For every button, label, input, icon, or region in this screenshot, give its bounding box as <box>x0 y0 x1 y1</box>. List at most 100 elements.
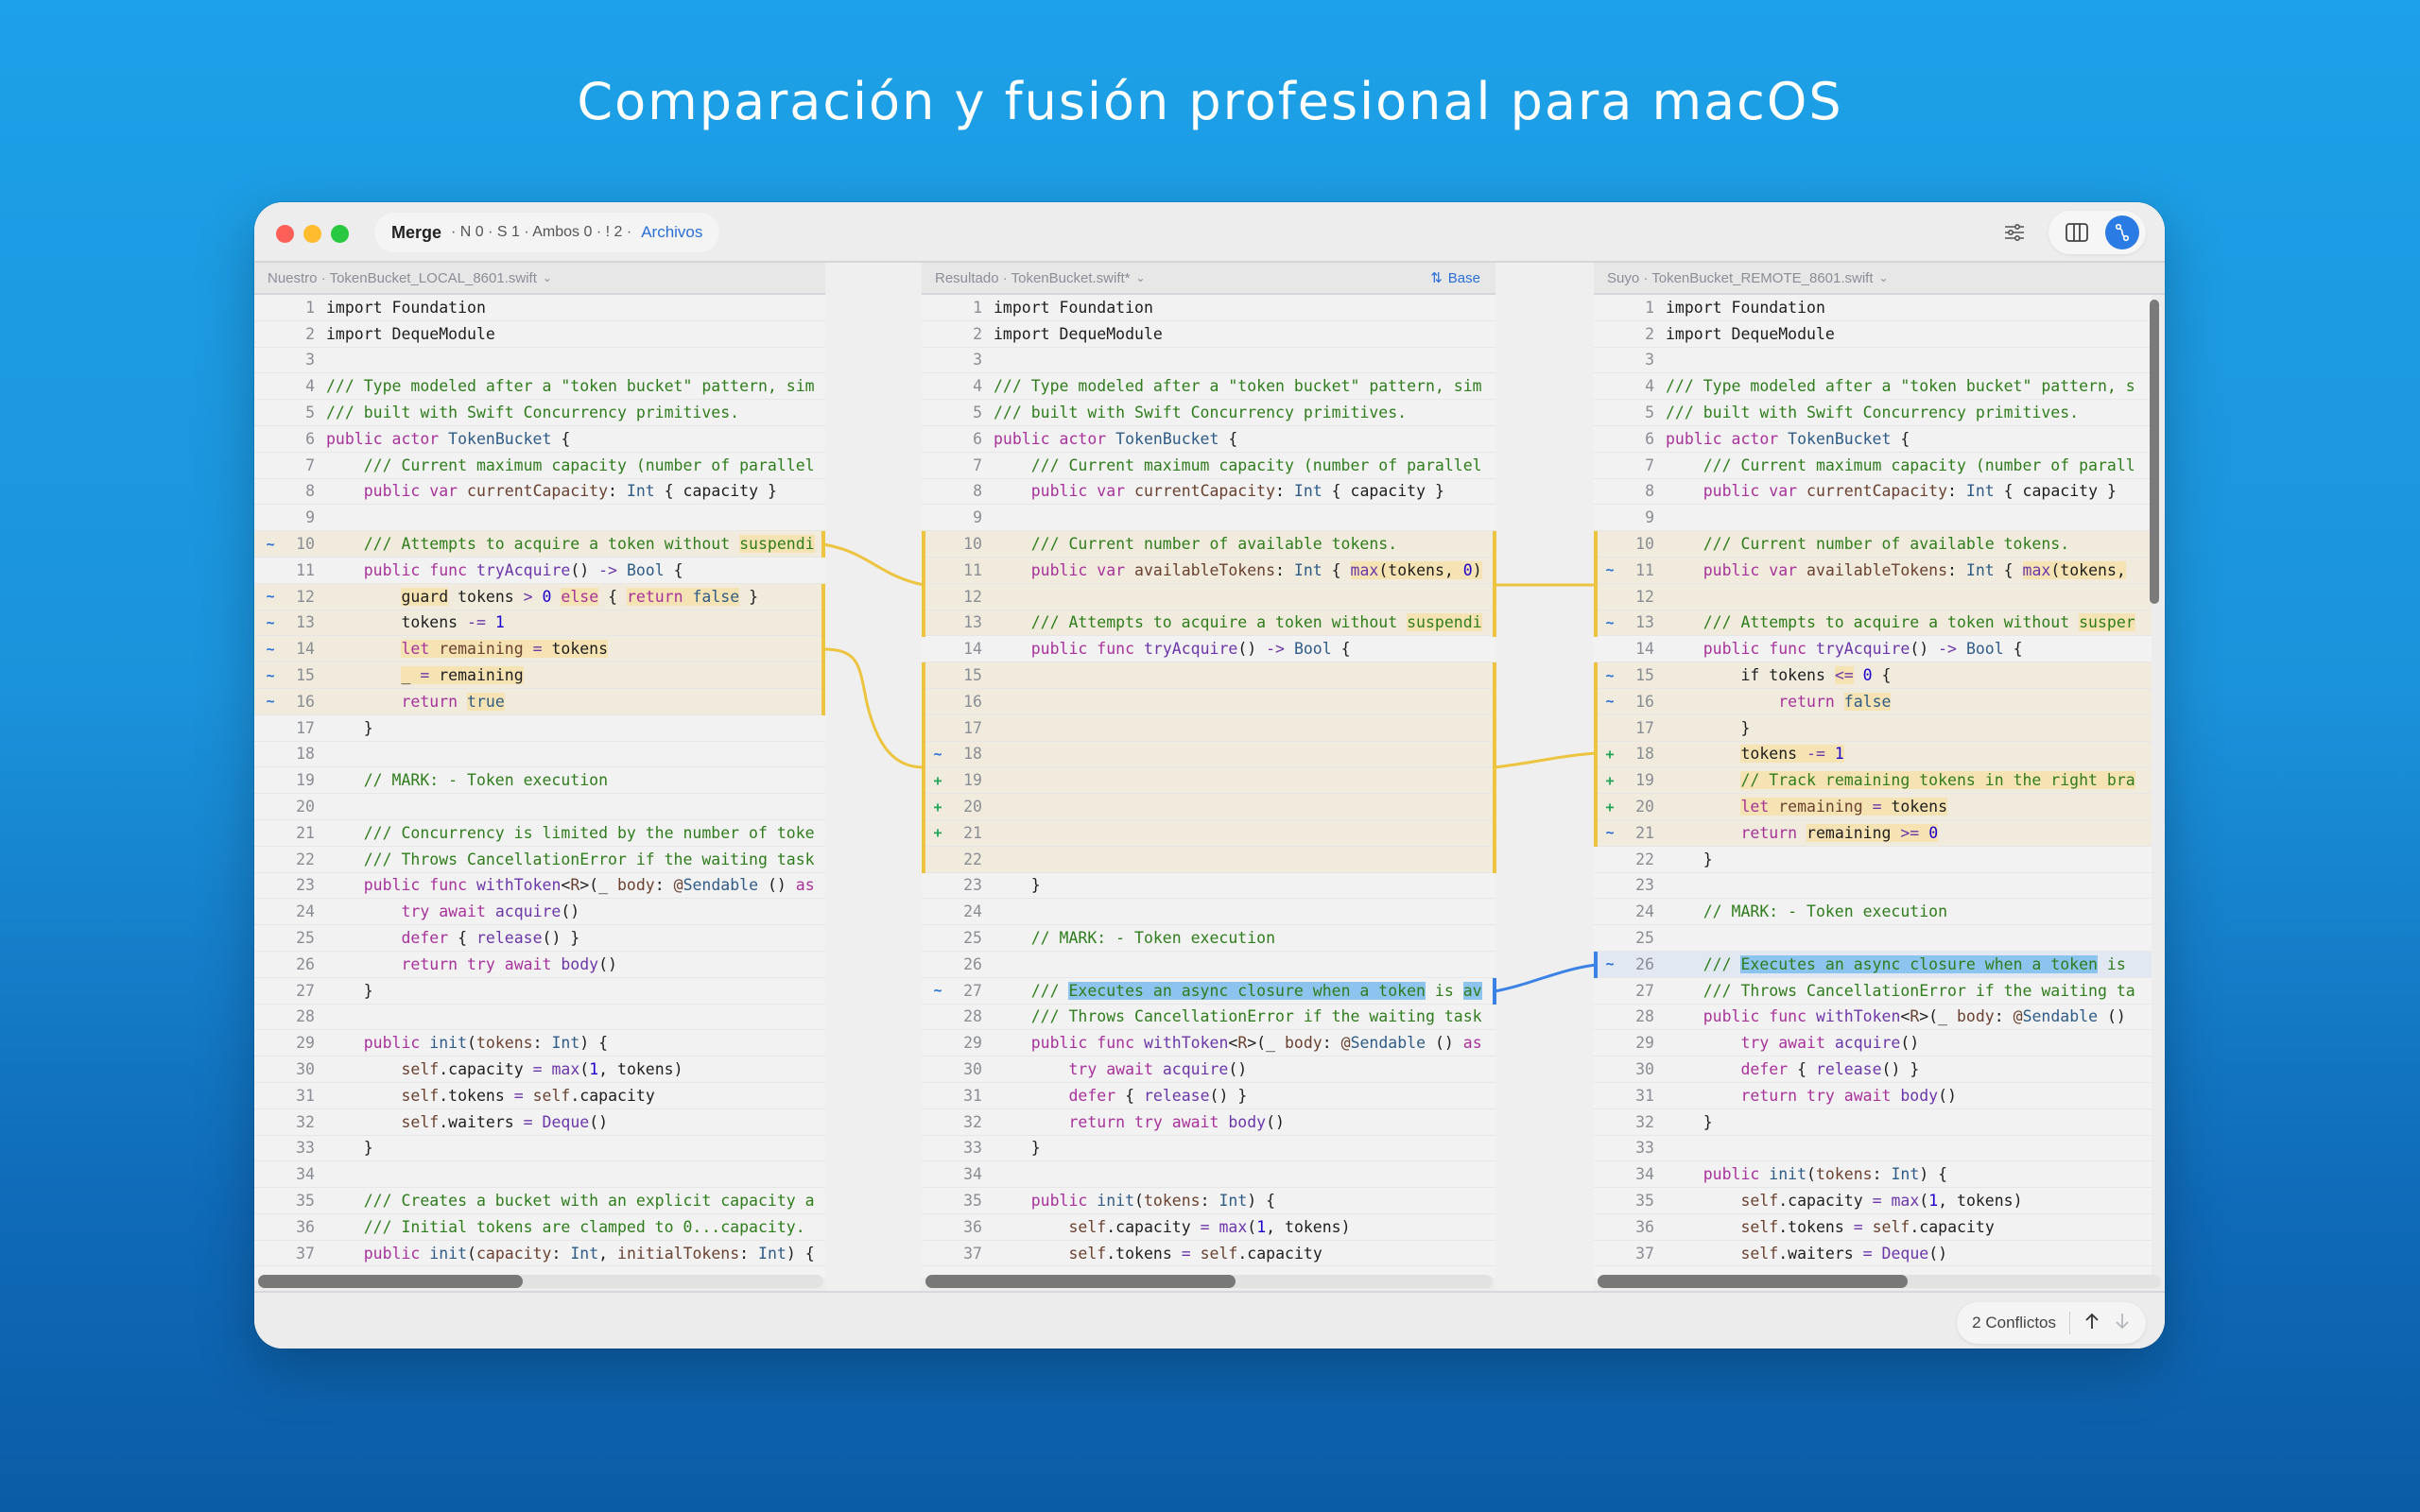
code-line: 3 <box>254 348 825 374</box>
code-line: 9 <box>254 505 825 532</box>
code-line: 19 // MARK: - Token execution <box>254 767 825 795</box>
conflict-bar <box>821 531 825 558</box>
code-line: 25 // MARK: - Token execution <box>922 925 1495 952</box>
code-line: 29 public func withToken<R>(_ body: @Sen… <box>922 1030 1495 1057</box>
status-bar: 2 Conflictos <box>254 1291 2165 1349</box>
code-line: 17 } <box>1594 714 2152 742</box>
right-vertical-scrollbar[interactable] <box>2150 300 2159 604</box>
code-line: 14 public func tryAcquire() -> Bool { <box>1594 636 2152 663</box>
code-line: 7 /// Current maximum capacity (number o… <box>922 453 1495 479</box>
files-link[interactable]: Archivos <box>641 223 703 241</box>
code-line: 24 <box>922 899 1495 926</box>
code-line: +19 <box>922 767 1495 795</box>
right-horizontal-scrollbar[interactable] <box>1598 1275 2161 1288</box>
code-line: ~14 let remaining = tokens <box>254 636 825 663</box>
view-mode-segment <box>2048 211 2146 254</box>
arrow-up-icon[interactable] <box>2083 1312 2100 1335</box>
code-line: 8 public var currentCapacity: Int { capa… <box>254 479 825 506</box>
code-line: 34 <box>922 1161 1495 1189</box>
code-line: 30 self.capacity = max(1, tokens) <box>254 1057 825 1083</box>
code-line: ~11 public var availableTokens: Int { ma… <box>1594 557 2152 584</box>
code-line: 31 self.tokens = self.capacity <box>254 1083 825 1109</box>
code-line: 30 try await acquire() <box>922 1057 1495 1083</box>
code-line: 13 /// Attempts to acquire a token witho… <box>922 610 1495 637</box>
code-line: 24 try await acquire() <box>254 899 825 926</box>
code-line: ~12 guard tokens > 0 else { return false… <box>254 583 825 610</box>
code-line: ~27 /// Executes an async closure when a… <box>922 978 1495 1005</box>
code-line: +20 let remaining = tokens <box>1594 794 2152 820</box>
code-line: 36 self.capacity = max(1, tokens) <box>922 1214 1495 1241</box>
code-line: 4/// Type modeled after a "token bucket"… <box>254 373 825 401</box>
swap-icon: ⇅ <box>1430 270 1443 286</box>
code-line: ~18 <box>922 741 1495 768</box>
code-line: 3 <box>1594 348 2152 374</box>
code-line: 27 /// Throws CancellationError if the w… <box>1594 978 2152 1005</box>
code-line: 29 try await acquire() <box>1594 1030 2152 1057</box>
right-connector-gutter <box>1495 263 1594 1293</box>
code-line: 5/// built with Swift Concurrency primit… <box>1594 400 2152 426</box>
close-button[interactable] <box>276 225 294 243</box>
code-line: 24 // MARK: - Token execution <box>1594 899 2152 926</box>
code-line: 10 /// Current number of available token… <box>922 531 1495 558</box>
code-line: 9 <box>922 505 1495 532</box>
headline: Comparación y fusión profesional para ma… <box>577 72 1843 131</box>
conflict-bar <box>1493 662 1496 873</box>
code-line: ~16 return true <box>254 688 825 715</box>
code-line: 5/// built with Swift Concurrency primit… <box>922 400 1495 426</box>
code-line: 36 self.tokens = self.capacity <box>1594 1214 2152 1241</box>
zoom-button[interactable] <box>331 225 349 243</box>
sliders-icon[interactable] <box>1999 217 2030 248</box>
code-line: 28 <box>254 1005 825 1031</box>
center-horizontal-scrollbar[interactable] <box>925 1275 1493 1288</box>
conflict-bar <box>1493 531 1496 637</box>
code-line: 7 /// Current maximum capacity (number o… <box>1594 453 2152 479</box>
columns-icon[interactable] <box>2062 217 2092 248</box>
code-line: 22 /// Throws CancellationError if the w… <box>254 847 825 873</box>
code-line: 8 public var currentCapacity: Int { capa… <box>922 479 1495 506</box>
code-line: 25 <box>1594 925 2152 952</box>
merge-branch-icon[interactable] <box>2105 215 2139 249</box>
left-pane-header[interactable]: Nuestro · TokenBucket_LOCAL_8601.swift⌄ <box>254 263 825 295</box>
conflict-navigator: 2 Conflictos <box>1957 1302 2146 1344</box>
code-line: 26 return try await body() <box>254 952 825 978</box>
code-line: 33 } <box>254 1136 825 1162</box>
base-button[interactable]: ⇅Base <box>1430 269 1480 287</box>
code-line: +19 // Track remaining tokens in the rig… <box>1594 767 2152 795</box>
code-line: 32 self.waiters = Deque() <box>254 1109 825 1136</box>
code-line: 35 /// Creates a bucket with an explicit… <box>254 1188 825 1214</box>
chevron-down-icon: ⌄ <box>1878 271 1889 284</box>
code-line: 21 /// Concurrency is limited by the num… <box>254 820 825 847</box>
code-line: 16 <box>922 688 1495 715</box>
code-line: 4/// Type modeled after a "token bucket"… <box>922 373 1495 401</box>
code-line: 17 <box>922 714 1495 742</box>
left-connector-gutter <box>825 263 922 1293</box>
code-line: 33 <box>1594 1136 2152 1162</box>
code-line: ~13 tokens -= 1 <box>254 610 825 637</box>
chevron-down-icon: ⌄ <box>1135 271 1146 284</box>
arrow-down-icon[interactable] <box>2114 1312 2131 1335</box>
code-line: ~26 /// Executes an async closure when a… <box>1594 951 2152 978</box>
code-line: ~15 _ = remaining <box>254 662 825 689</box>
code-line: 23 } <box>922 873 1495 900</box>
window-title: Merge <box>391 222 442 242</box>
code-line: 22 <box>922 846 1495 873</box>
merge-summary: Merge · N 0 · S 1 · Ambos 0 · ! 2 · Arch… <box>374 213 720 252</box>
minimize-button[interactable] <box>303 225 321 243</box>
left-horizontal-scrollbar[interactable] <box>258 1275 823 1288</box>
center-pane-header[interactable]: Resultado · TokenBucket.swift*⌄ ⇅Base <box>922 263 1495 295</box>
conflict-bar <box>922 531 925 637</box>
code-line: 23 <box>1594 873 2152 900</box>
right-pane-header[interactable]: Suyo · TokenBucket_REMOTE_8601.swift⌄ <box>1594 263 2165 295</box>
merge-stats: · N 0 · S 1 · Ambos 0 · ! 2 · <box>451 224 632 240</box>
code-line: 31 return try await body() <box>1594 1083 2152 1109</box>
code-line: +20 <box>922 794 1495 820</box>
code-line: 11 public func tryAcquire() -> Bool { <box>254 558 825 584</box>
code-line: ~10 /// Attempts to acquire a token with… <box>254 531 825 558</box>
